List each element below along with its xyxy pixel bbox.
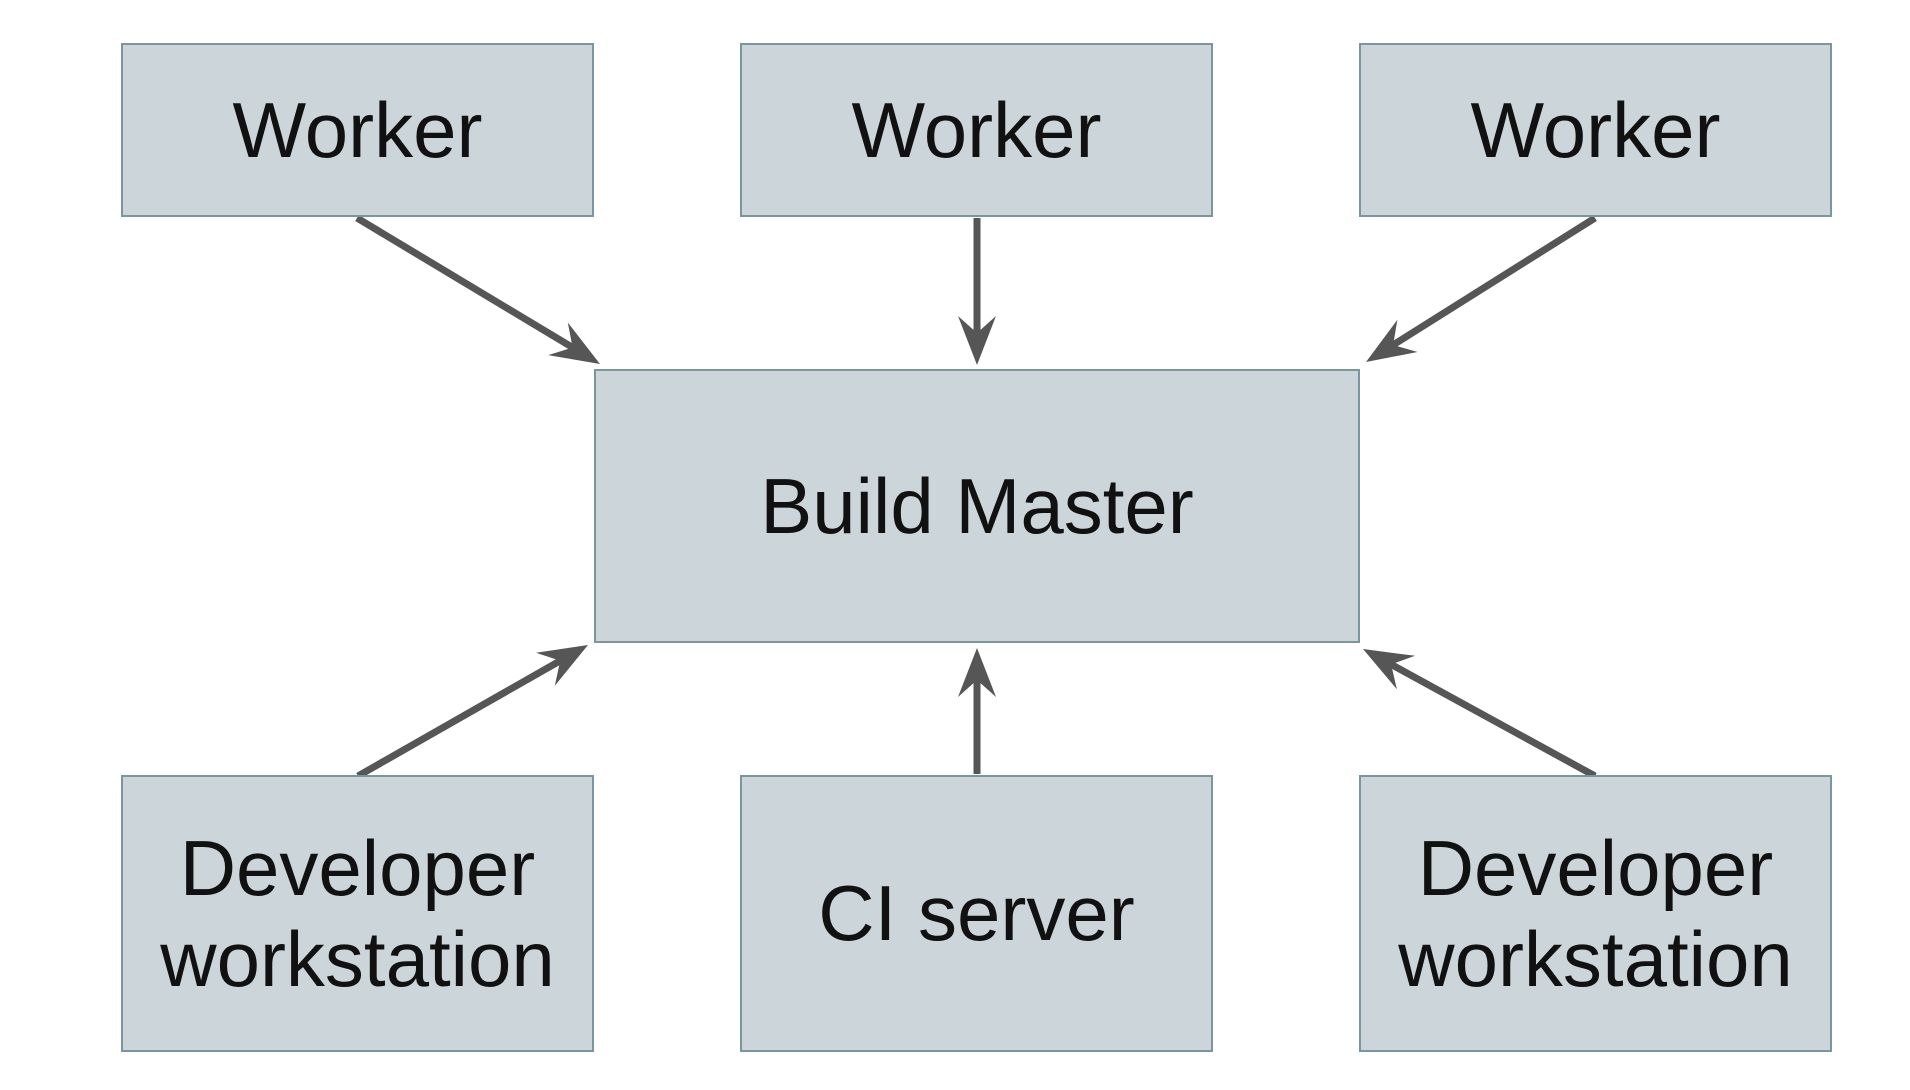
arrow-devworkstation1-to-buildmaster	[356, 645, 588, 780]
node-developer-workstation-2: Developer workstation	[1359, 775, 1832, 1052]
arrow-ciserver-to-buildmaster	[958, 648, 996, 774]
node-ci-server-label: CI server	[818, 869, 1135, 958]
node-worker-3: Worker	[1359, 43, 1832, 217]
node-worker-2: Worker	[740, 43, 1213, 217]
node-worker-2-label: Worker	[851, 85, 1102, 174]
arrow-worker3-to-buildmaster	[1366, 215, 1597, 362]
node-build-master-label: Build Master	[760, 461, 1194, 550]
node-ci-server: CI server	[740, 775, 1213, 1052]
node-worker-3-label: Worker	[1470, 85, 1721, 174]
node-developer-workstation-2-label: Developer workstation	[1398, 824, 1793, 1003]
node-developer-workstation-1-label: Developer workstation	[160, 824, 555, 1003]
arrow-worker2-to-buildmaster	[958, 218, 996, 365]
arrow-worker1-to-buildmaster	[355, 214, 600, 364]
node-worker-1: Worker	[121, 43, 594, 217]
arrow-devworkstation2-to-buildmaster	[1363, 649, 1597, 780]
node-build-master: Build Master	[594, 369, 1360, 643]
node-developer-workstation-1: Developer workstation	[121, 775, 594, 1052]
node-worker-1-label: Worker	[232, 85, 483, 174]
